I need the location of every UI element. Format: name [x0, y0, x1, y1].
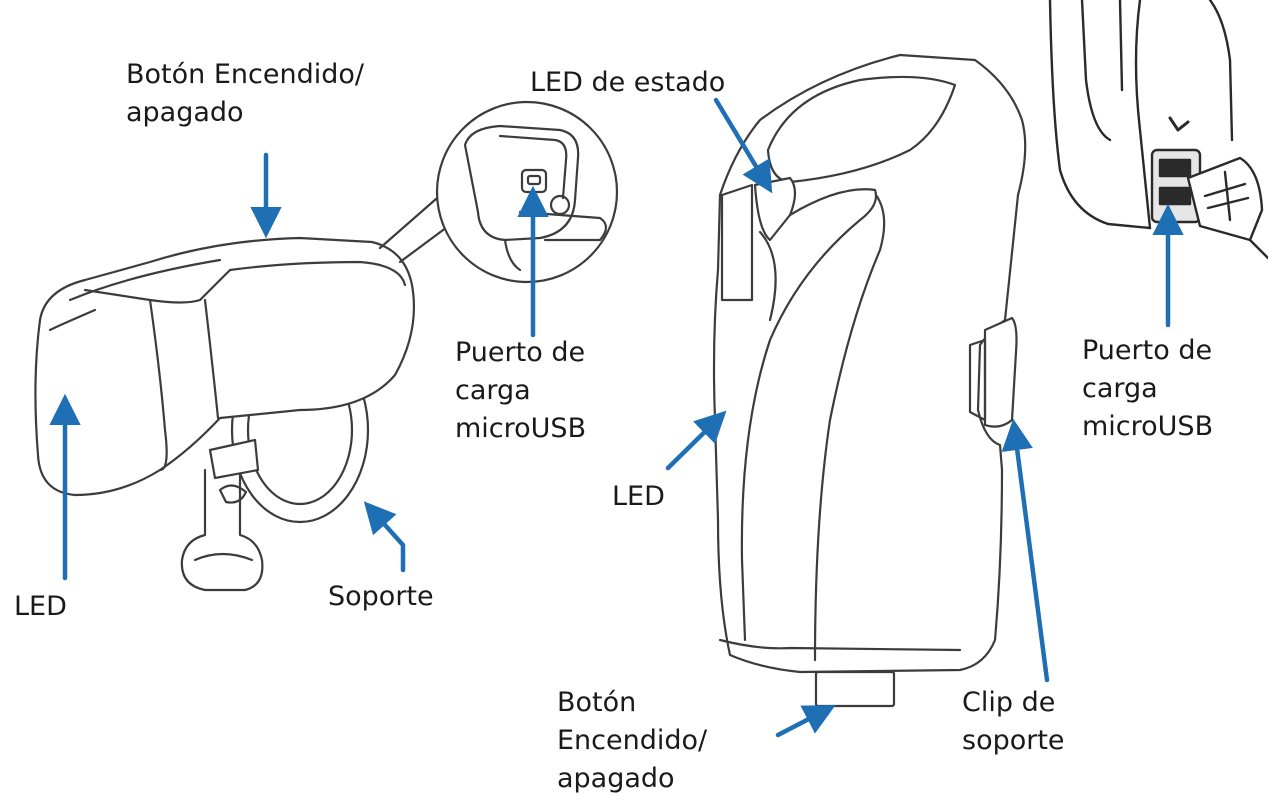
label-front-led: LED: [14, 591, 67, 622]
arrow-rear-power-button: [775, 705, 836, 738]
arrow-rear-led: [665, 410, 727, 471]
rear-light-body: [712, 53, 1027, 674]
label-front-mount: Soporte: [328, 581, 434, 612]
label-front-charge-port: Puerto de carga microUSB: [455, 337, 587, 444]
front-light-body: [34, 236, 415, 497]
label-rear-clip: Clip de soporte: [962, 687, 1065, 756]
label-rear-status-led: LED de estado: [530, 67, 726, 98]
charge-port-zoom-detail: [435, 100, 619, 284]
mount-clip-shape: [983, 316, 1018, 428]
arrow-rear-clip: [1001, 418, 1050, 683]
label-rear-power-button: Botón Encendido/ apagado: [557, 687, 708, 794]
front-light-illustration: [34, 176, 472, 592]
rear-power-button-shape: [814, 670, 896, 708]
rear-light-illustration: [712, 53, 1027, 708]
charge-port-photo-inset: [1048, 0, 1268, 260]
callout-arrows: [49, 97, 1184, 738]
arrow-rear-status-led: [713, 97, 773, 194]
label-rear-charge-port: Puerto de carga microUSB: [1082, 335, 1214, 442]
label-front-power-button: Botón Encendido/ apagado: [126, 59, 364, 128]
label-rear-led: LED: [612, 481, 665, 512]
arrow-front-mount: [363, 501, 406, 573]
